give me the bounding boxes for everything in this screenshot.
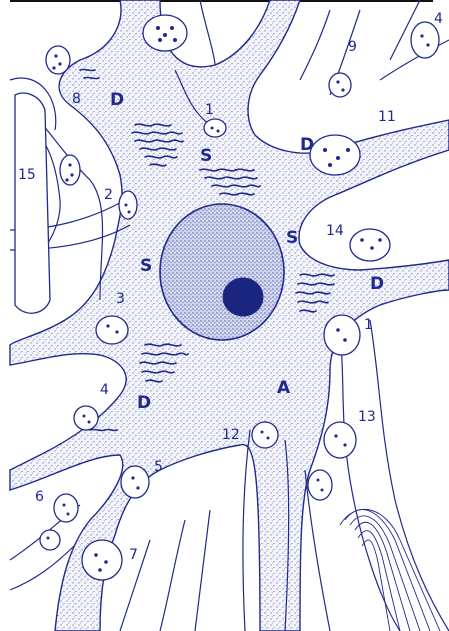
label-s-left: S [140,258,152,275]
nucleus [160,204,284,340]
label-6: 6 [35,490,44,504]
label-a-axon-hillock: A [277,380,290,397]
label-s-right: S [286,230,298,247]
label-9: 9 [348,40,357,54]
label-5: 5 [154,460,163,474]
label-d-upper-right: D [300,137,314,154]
label-4-top: 4 [434,12,443,26]
label-11: 11 [378,110,396,124]
label-12: 12 [222,428,240,442]
label-13: 13 [358,410,376,424]
label-4-left: 4 [100,383,109,397]
label-1-right: 1 [364,318,373,332]
label-8: 8 [72,92,81,106]
nucleolus [223,278,263,316]
fibre-15 [15,93,50,313]
label-d-right: D [370,276,384,293]
label-2: 2 [104,188,113,202]
label-15: 15 [18,168,36,182]
label-7: 7 [129,548,138,562]
label-d-upper-left: D [110,92,124,109]
label-s-top: S [200,148,212,165]
label-14: 14 [326,224,344,238]
label-d-lower-left: D [137,395,151,412]
label-3: 3 [116,292,125,306]
label-1-upper: 1 [205,103,214,117]
